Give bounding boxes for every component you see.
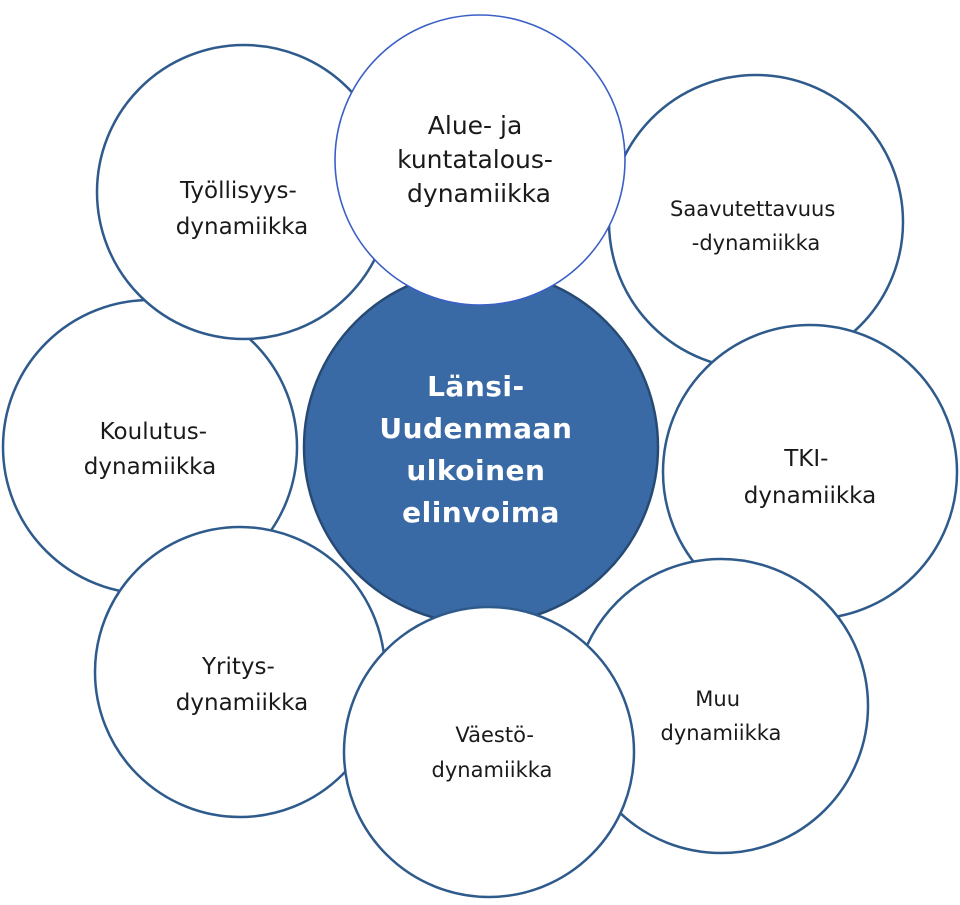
tki-label: TKI- dynamiikka [744,446,876,509]
koulutus-label: Koulutus- dynamiikka [84,419,216,480]
vaesto-label: Väestö- dynamiikka [432,723,553,782]
alue-label: Alue- ja kuntatalous- dynamiikka [397,111,561,208]
tyollisyys-label: Työllisyys- dynamiikka [176,178,308,240]
yritys-label: Yritys- dynamiikka [176,654,308,716]
saavutettavuus-circle [607,73,905,371]
alue-circle [334,14,626,306]
center-label: Länsi- Uudenmaan ulkoinen elinvoima [379,370,582,529]
center-circle [302,268,660,626]
saavutettavuus-label: Saavutettavuus -dynamiikka [670,197,842,255]
vaesto-circle [342,605,636,899]
muu-label: Muu dynamiikka [661,687,782,745]
